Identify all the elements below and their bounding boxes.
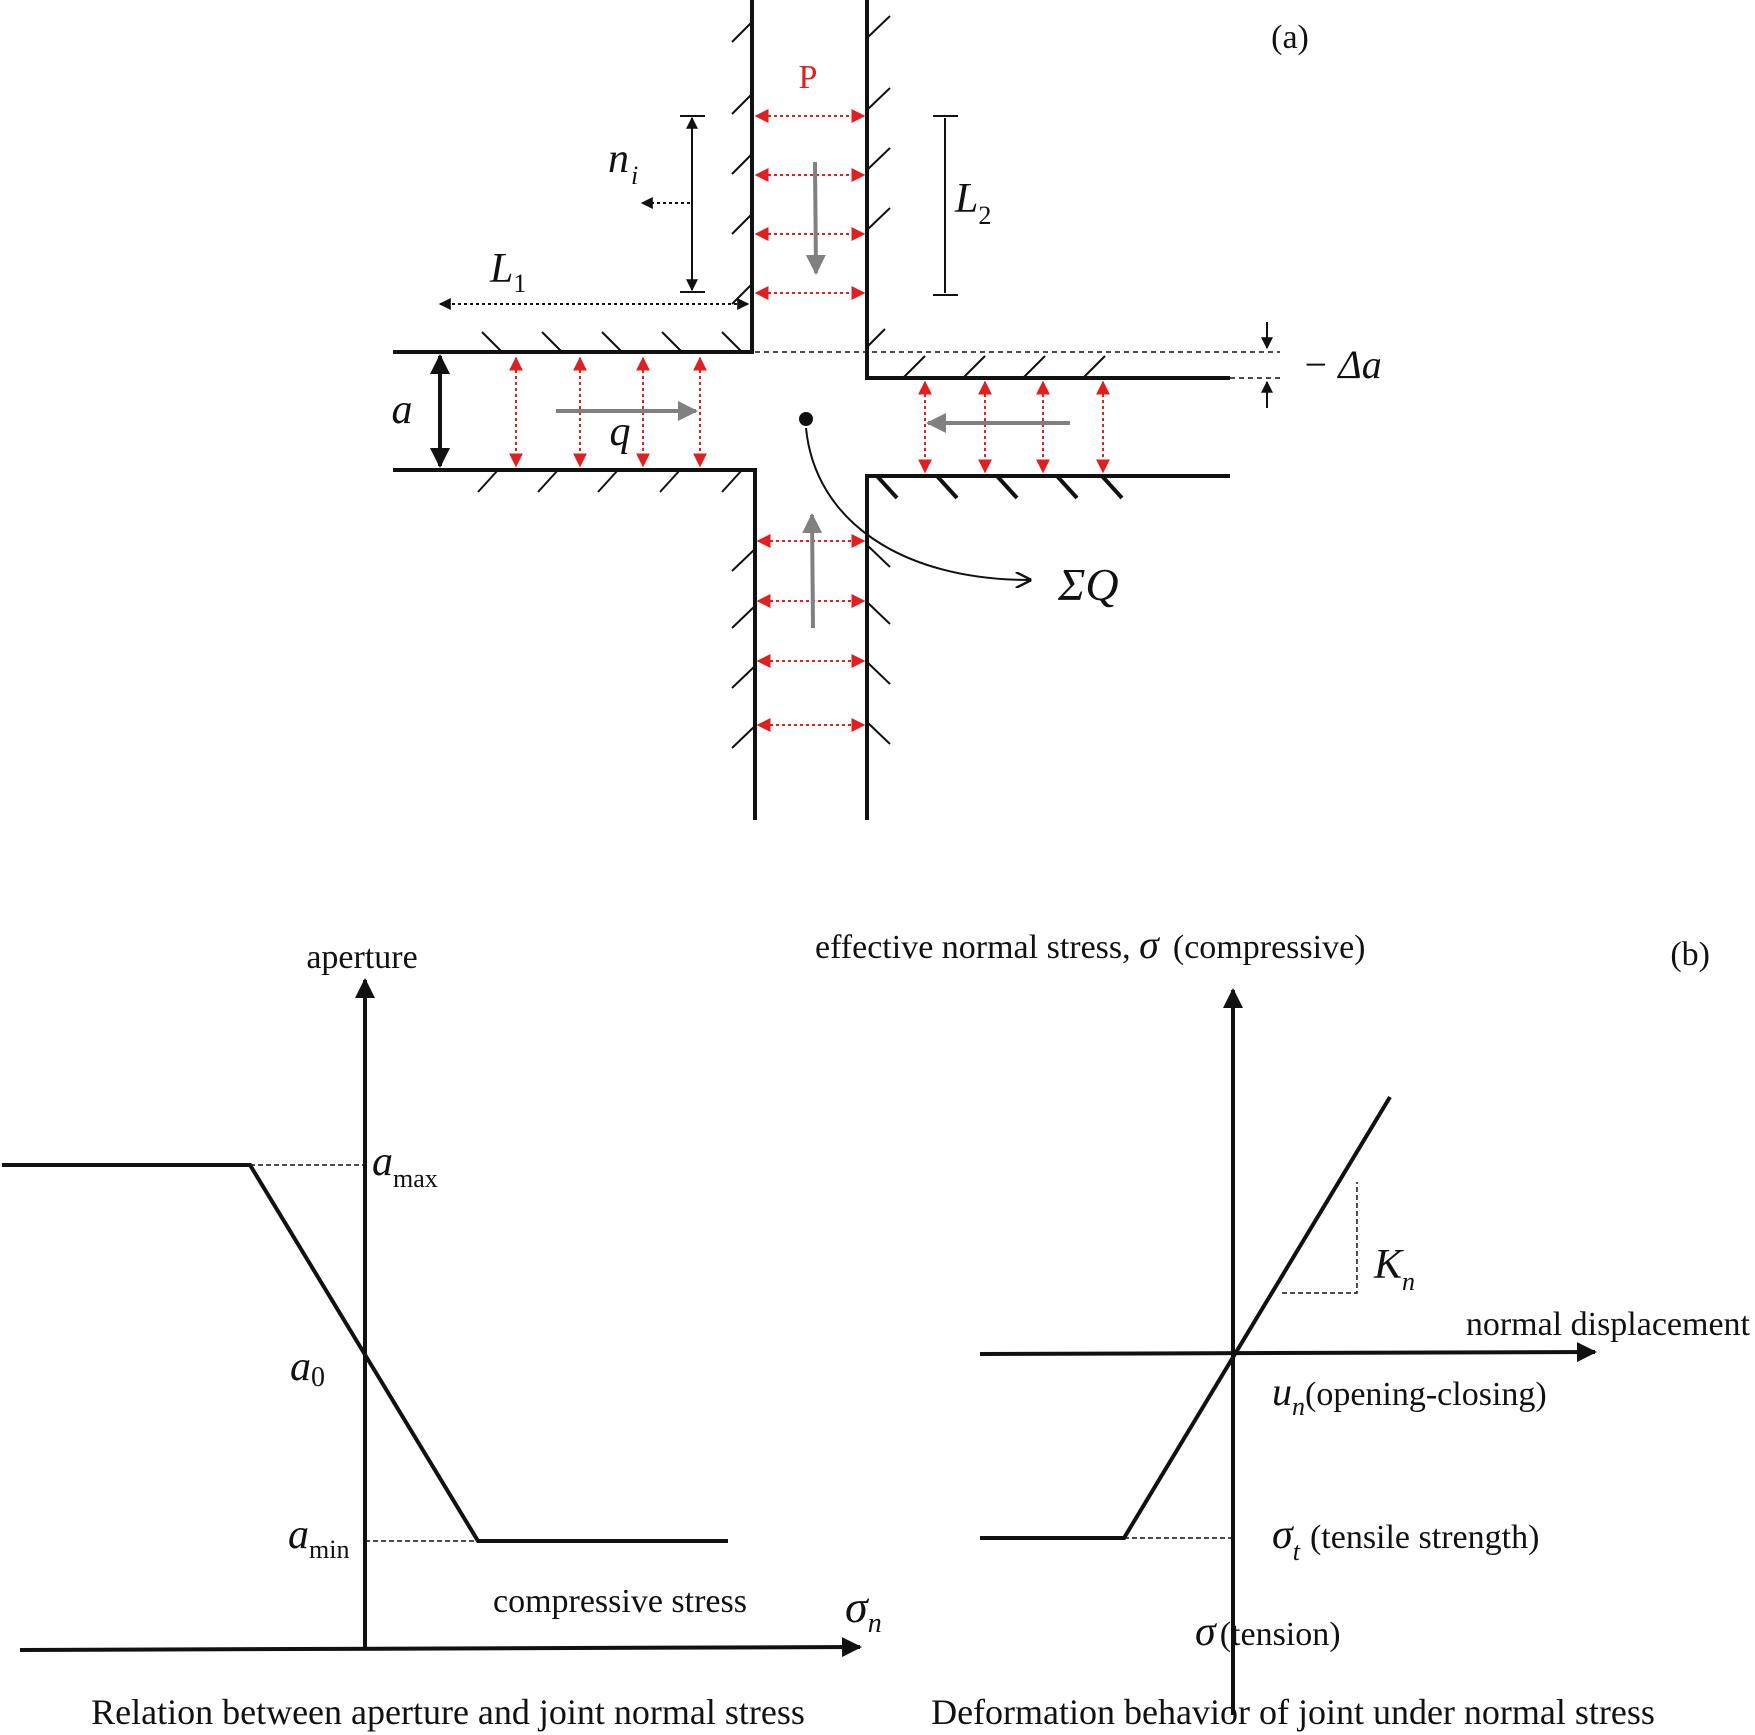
hatch-mark: [731, 725, 756, 749]
hatch-mark: [866, 87, 891, 111]
flow-arrow-bottom: [802, 513, 823, 629]
hatch-mark: [731, 21, 753, 43]
aperture-curve: [2, 1163, 728, 1543]
hatch-mark: [1055, 474, 1079, 500]
length2-label: L2: [954, 176, 991, 230]
hatch-mark: [995, 474, 1019, 500]
flow-arrows: [556, 161, 1070, 629]
tensile-strength-label: σt(tensile strength): [1272, 1512, 1539, 1566]
hatch-mark: [477, 469, 499, 493]
panel-a-joint-intersection: (a) P ni: [392, 0, 1382, 820]
displacement-axis-x: [979, 1342, 1597, 1363]
dimension-vertical-left: [680, 115, 705, 293]
a-zero-label: a0: [290, 1344, 325, 1393]
panel-b-joint-behavior: (b) aperture amax a0 amin compressive st…: [2, 922, 1751, 1732]
left-plot-caption: Relation between aperture and joint norm…: [91, 1692, 805, 1732]
dimension-vertical-right: [933, 115, 958, 296]
sum-flow-curve: [805, 427, 1030, 580]
pressure-arrows: [509, 109, 1110, 732]
aperture-y-axis-label: aperture: [306, 939, 417, 976]
deformation-curve: [980, 1095, 1392, 1540]
slope-triangle: [1282, 1182, 1358, 1294]
a-max-label: amax: [372, 1139, 438, 1193]
stress-y-axis-label: effective normal stress, σ(compressive): [815, 922, 1366, 967]
hatch-mark: [731, 93, 753, 115]
wall-bottom-right: [865, 474, 1230, 820]
right-plot-caption: Deformation behavior of joint under norm…: [931, 1692, 1655, 1732]
sigma-n-label: σn: [845, 1581, 882, 1639]
intersection-node: [799, 412, 813, 426]
hatch-mark: [866, 147, 891, 171]
joint-walls: [393, 0, 1230, 820]
hatch-mark: [721, 469, 743, 493]
hatch-mark: [866, 328, 886, 348]
hatch-mark: [601, 331, 623, 353]
hatch-mark: [875, 474, 899, 500]
hatch-mark: [866, 15, 891, 39]
hatch-mark: [866, 721, 891, 745]
hatch-mark: [731, 605, 756, 629]
hatch-mark: [866, 601, 891, 625]
hatch-mark: [661, 331, 683, 353]
flow-arrow-top: [805, 161, 826, 275]
hatch-mark: [731, 153, 753, 175]
normal-vector-label: ni: [608, 136, 638, 190]
hatch-mark: [1100, 474, 1124, 500]
wall-top-right: [865, 0, 1230, 380]
panel-a-label: (a): [1271, 19, 1309, 56]
hatch-mark: [731, 283, 753, 305]
hatch-mark: [731, 665, 756, 689]
aperture-axis-x: [19, 1637, 862, 1658]
hatch-mark: [731, 548, 756, 572]
wall-top-left: [393, 0, 754, 354]
hatch-mark: [866, 661, 891, 685]
flow-label: q: [610, 409, 631, 455]
displacement-axis-label: normal displacement: [1466, 1306, 1751, 1343]
hatch-mark: [1022, 355, 1046, 379]
tension-label: σ(tension): [1195, 1609, 1341, 1655]
hatch-mark: [541, 331, 563, 353]
hatch-mark: [537, 469, 559, 493]
deformation-plot: effective normal stress, σ(compressive) …: [815, 922, 1751, 1732]
aperture-label: a: [392, 387, 413, 433]
aperture-change-label: − Δa: [1302, 342, 1382, 387]
pressure-label: P: [799, 59, 818, 96]
aperture-stress-plot: aperture amax a0 amin compressive stress…: [2, 939, 882, 1732]
hatch-mark: [866, 207, 891, 231]
a-min-label: amin: [288, 1512, 349, 1564]
hatch-mark: [659, 469, 681, 493]
panel-b-label: (b): [1670, 936, 1710, 973]
slope-label: Kn: [1373, 1242, 1415, 1296]
rock-hatching: [477, 15, 1124, 749]
un-label: un(opening-closing): [1272, 1369, 1547, 1421]
hatch-mark: [481, 331, 503, 353]
hatch-mark: [721, 331, 743, 353]
sum-flow-label: ΣQ: [1057, 559, 1119, 610]
wall-bottom-left: [393, 468, 757, 820]
hatch-mark: [597, 469, 619, 493]
hatch-mark: [962, 355, 986, 379]
aperture-change-marker: [755, 351, 1280, 379]
hatch-mark: [731, 213, 753, 235]
hatch-mark: [935, 474, 959, 500]
compressive-stress-label: compressive stress: [493, 1583, 747, 1620]
hatch-mark: [866, 544, 891, 568]
length1-label: L1: [489, 246, 526, 298]
hatch-mark: [1082, 355, 1106, 379]
hatch-mark: [902, 355, 926, 379]
